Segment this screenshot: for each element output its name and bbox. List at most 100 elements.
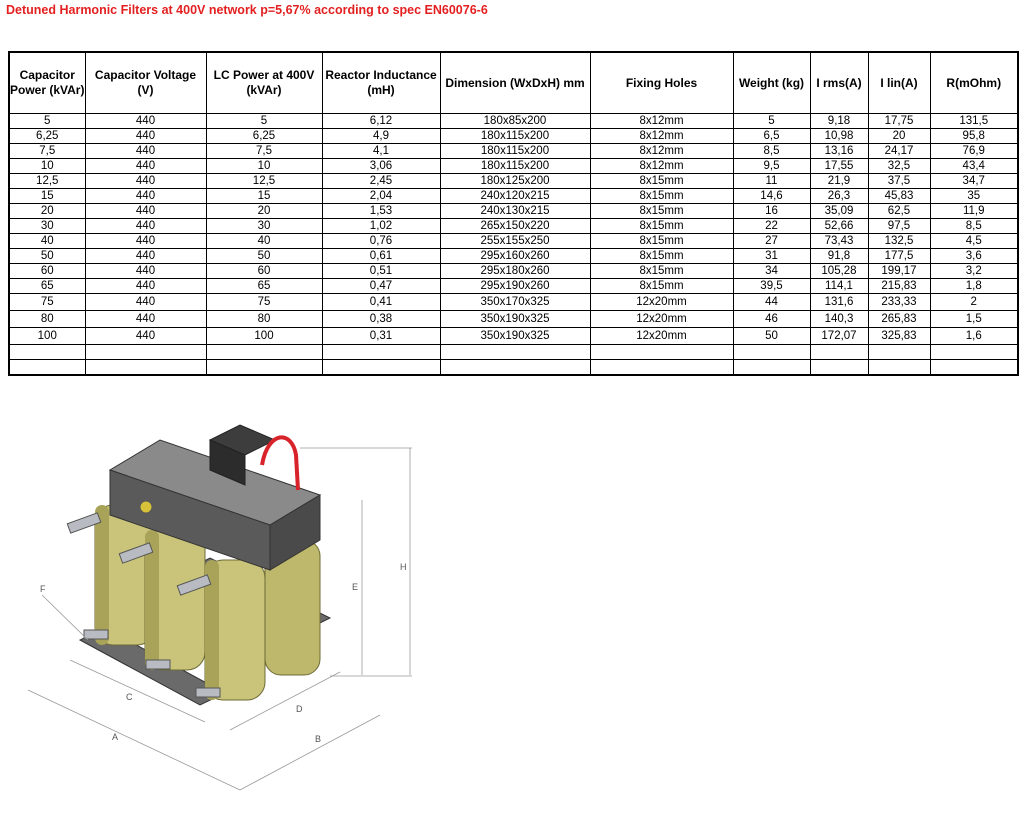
table-cell: 0,47 <box>321 278 441 294</box>
table-cell: 5 <box>732 113 811 129</box>
col-header-resistance: R(mOhm) <box>929 51 1019 114</box>
table-cell: 240x130x215 <box>439 203 591 219</box>
table-cell: 11 <box>732 173 811 189</box>
table-cell: 20 <box>205 203 323 219</box>
table-cell: 75 <box>8 293 86 311</box>
table-cell: 4,1 <box>321 143 441 159</box>
table-cell-empty <box>321 344 441 360</box>
table-cell: 4,5 <box>929 233 1019 249</box>
table-cell: 50 <box>732 327 811 345</box>
table-cell: 32,5 <box>867 158 931 174</box>
table-cell: 12,5 <box>8 173 86 189</box>
table-cell: 26,3 <box>809 188 869 204</box>
table-cell: 17,75 <box>867 113 931 129</box>
table-cell: 295x180x260 <box>439 263 591 279</box>
terminal-lug-bottom-1 <box>83 629 109 640</box>
table-cell: 40 <box>205 233 323 249</box>
table-cell: 199,17 <box>867 263 931 279</box>
col-header-dimension: Dimension (WxDxH) mm <box>439 51 591 114</box>
terminal-lug-2 <box>118 542 154 564</box>
table-cell: 8x12mm <box>589 158 734 174</box>
table-cell: 75 <box>205 293 323 311</box>
table-cell: 30 <box>8 218 86 234</box>
table-cell: 9,5 <box>732 158 811 174</box>
table-cell: 180x115x200 <box>439 128 591 144</box>
terminal-lug-bottom-2 <box>145 659 171 670</box>
table-cell: 45,83 <box>867 188 931 204</box>
table-cell-empty <box>8 344 86 360</box>
table-cell: 12x20mm <box>589 293 734 311</box>
table-cell: 62,5 <box>867 203 931 219</box>
table-cell: 177,5 <box>867 248 931 264</box>
table-cell: 8x12mm <box>589 128 734 144</box>
table-cell: 60 <box>205 263 323 279</box>
table-cell-empty <box>205 344 323 360</box>
table-cell: 12x20mm <box>589 327 734 345</box>
table-cell: 255x155x250 <box>439 233 591 249</box>
terminal-lug-3 <box>176 574 212 596</box>
col-header-lc-power: LC Power at 400V (kVAr) <box>205 51 323 114</box>
table-cell: 440 <box>84 233 207 249</box>
table-row-empty <box>8 359 1019 376</box>
table-cell: 8x15mm <box>589 203 734 219</box>
table-cell-empty <box>321 359 441 376</box>
table-cell: 3,6 <box>929 248 1019 264</box>
table-cell: 440 <box>84 188 207 204</box>
table-cell: 0,76 <box>321 233 441 249</box>
table-cell: 9,18 <box>809 113 869 129</box>
reactor-drawing: A B C D E F H <box>27 424 412 791</box>
table-cell-empty <box>439 359 591 376</box>
table-cell: 6,12 <box>321 113 441 129</box>
col-header-reactor-inductance: Reactor Inductance (mH) <box>321 51 441 114</box>
col-header-i-lin: I lin(A) <box>867 51 931 114</box>
coil-middle <box>144 529 206 671</box>
table-cell: 16 <box>732 203 811 219</box>
col-header-capacitor-voltage: Capacitor Voltage (V) <box>84 51 207 114</box>
table-cell: 350x190x325 <box>439 327 591 345</box>
table-cell: 20 <box>867 128 931 144</box>
red-wire <box>260 435 300 491</box>
col-header-capacitor-power: Capacitor Power (kVAr) <box>8 51 86 114</box>
table-cell: 5 <box>205 113 323 129</box>
table-cell: 440 <box>84 218 207 234</box>
table-cell: 80 <box>8 310 86 328</box>
table-cell-empty <box>809 359 869 376</box>
table-cell: 21,9 <box>809 173 869 189</box>
table-cell: 0,51 <box>321 263 441 279</box>
table-cell: 65 <box>205 278 323 294</box>
table-cell-empty <box>732 344 811 360</box>
table-cell: 440 <box>84 248 207 264</box>
dimension-label-d: D <box>296 704 303 714</box>
table-cell: 15 <box>205 188 323 204</box>
table-cell: 100 <box>205 327 323 345</box>
table-cell: 24,17 <box>867 143 931 159</box>
table-cell-empty <box>867 359 931 376</box>
table-cell: 10 <box>8 158 86 174</box>
table-cell: 17,55 <box>809 158 869 174</box>
table-cell: 8x15mm <box>589 218 734 234</box>
table-cell: 8x15mm <box>589 263 734 279</box>
table-cell: 350x190x325 <box>439 310 591 328</box>
table-row-empty <box>8 344 1019 360</box>
col-header-fixing-holes: Fixing Holes <box>589 51 734 114</box>
table-cell: 295x190x260 <box>439 278 591 294</box>
table-cell: 50 <box>205 248 323 264</box>
table-cell: 440 <box>84 327 207 345</box>
table-cell: 0,61 <box>321 248 441 264</box>
table-cell: 6,25 <box>8 128 86 144</box>
table-cell: 7,5 <box>205 143 323 159</box>
dimension-line-b <box>239 714 381 791</box>
table-cell: 12x20mm <box>589 310 734 328</box>
table-cell: 2,04 <box>321 188 441 204</box>
dimension-label-a: A <box>112 732 118 742</box>
table-cell: 350x170x325 <box>439 293 591 311</box>
table-cell: 3,2 <box>929 263 1019 279</box>
table-cell: 30 <box>205 218 323 234</box>
table-cell: 3,06 <box>321 158 441 174</box>
